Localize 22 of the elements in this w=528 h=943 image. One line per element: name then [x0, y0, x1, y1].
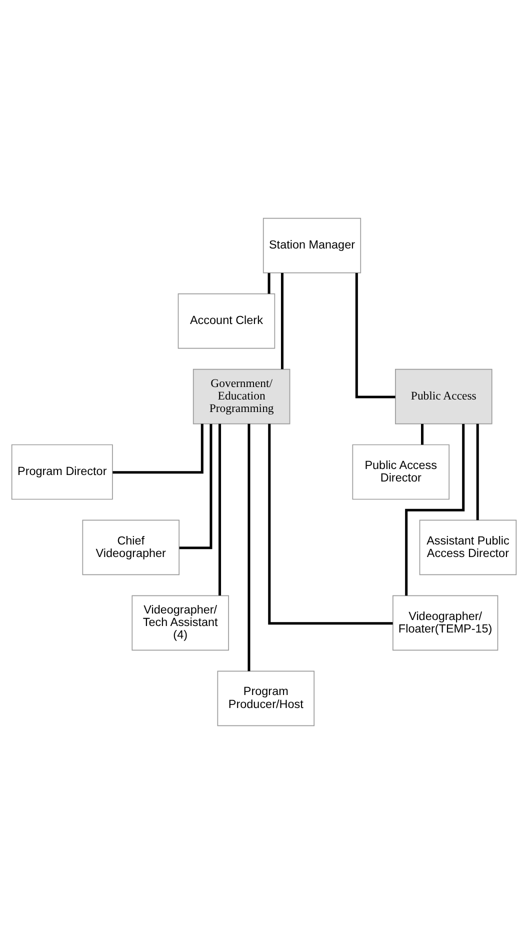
connector [268, 272, 270, 294]
connector [248, 423, 250, 671]
node-box: Station Manager [262, 217, 362, 273]
node-box: Program Producer/Host [217, 670, 315, 726]
connector [421, 424, 424, 444]
node-box: Public Access [395, 368, 492, 424]
connector [179, 423, 212, 549]
node-box: Government/ Education Programming [192, 368, 290, 424]
connector [268, 423, 393, 624]
node-box: Public Access Director [352, 444, 450, 500]
connector [280, 272, 284, 369]
connector [218, 423, 222, 596]
connector [355, 272, 396, 398]
node-box: Program Director [11, 444, 113, 500]
connector [476, 423, 479, 520]
node-box: Chief Videographer [82, 519, 180, 575]
connector [405, 424, 465, 596]
node-box: Account Clerk [178, 292, 276, 348]
node-box: Videographer/ Tech Assistant (4) [132, 594, 229, 650]
node-box: Assistant Public Access Director [419, 519, 517, 575]
connector [112, 423, 204, 474]
node-box: Videographer/ Floater(TEMP-15) [392, 594, 498, 650]
